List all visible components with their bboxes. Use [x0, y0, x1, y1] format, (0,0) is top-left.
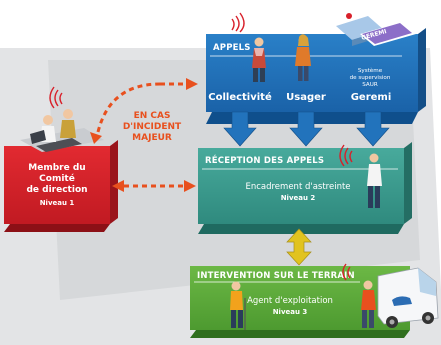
reception-title: RÉCEPTION DES APPELS	[205, 154, 324, 166]
incident-label: EN CAS D'INCIDENT MAJEUR	[123, 111, 182, 143]
actor-geremi: Geremi	[351, 92, 392, 103]
incident-line-1: EN CAS	[134, 111, 171, 121]
field-block: INTERVENTION SUR LE TERRAIN Agent d'expl…	[190, 263, 410, 338]
escalation-arrows	[90, 78, 198, 192]
reception-field-arrow	[286, 228, 312, 266]
incident-line-3: MAJEUR	[132, 133, 172, 143]
reception-block: RÉCEPTION DES APPELS Encadrement d'astre…	[198, 142, 412, 234]
field-agent-person-icon	[230, 281, 246, 330]
signal-icon	[339, 144, 353, 167]
committee-line-3: de direction	[26, 185, 87, 195]
reception-role: Encadrement d'astreinte	[245, 182, 350, 192]
system-caption-2: de supervision	[350, 75, 391, 81]
system-caption-1: Système	[358, 67, 383, 74]
reception-level: Niveau 2	[281, 194, 316, 202]
incident-line-2: D'INCIDENT	[123, 122, 182, 132]
field-role: Agent d'exploitation	[247, 296, 333, 306]
committee-line-1: Membre du	[28, 163, 85, 173]
meeting-icon	[20, 109, 104, 152]
van-icon	[377, 267, 439, 328]
calls-to-reception-arrows	[223, 111, 390, 147]
committee-line-2: Comité	[39, 173, 75, 184]
oncall-manager-person-icon	[367, 153, 382, 208]
collectivite-person-icon	[252, 37, 266, 82]
committee-block: Membre du Comité de direction Niveau 1	[4, 140, 118, 232]
field-title: INTERVENTION SUR LE TERRAIN	[197, 271, 355, 281]
calls-block: APPELS GEREMI Sy	[206, 12, 426, 124]
field-level: Niveau 3	[273, 308, 308, 316]
actor-usager: Usager	[286, 92, 326, 103]
technician-person-icon	[361, 280, 376, 328]
signal-icon	[342, 263, 351, 281]
committee-level: Niveau 1	[40, 199, 75, 207]
calls-title: APPELS	[213, 43, 251, 53]
system-caption-3: SAUR	[362, 82, 378, 88]
signal-icon	[49, 86, 63, 109]
usager-person-icon	[295, 34, 311, 81]
geremi-screen-icon: GEREMI	[336, 13, 416, 46]
signal-icon	[231, 12, 245, 33]
actor-collectivite: Collectivité	[208, 91, 272, 103]
